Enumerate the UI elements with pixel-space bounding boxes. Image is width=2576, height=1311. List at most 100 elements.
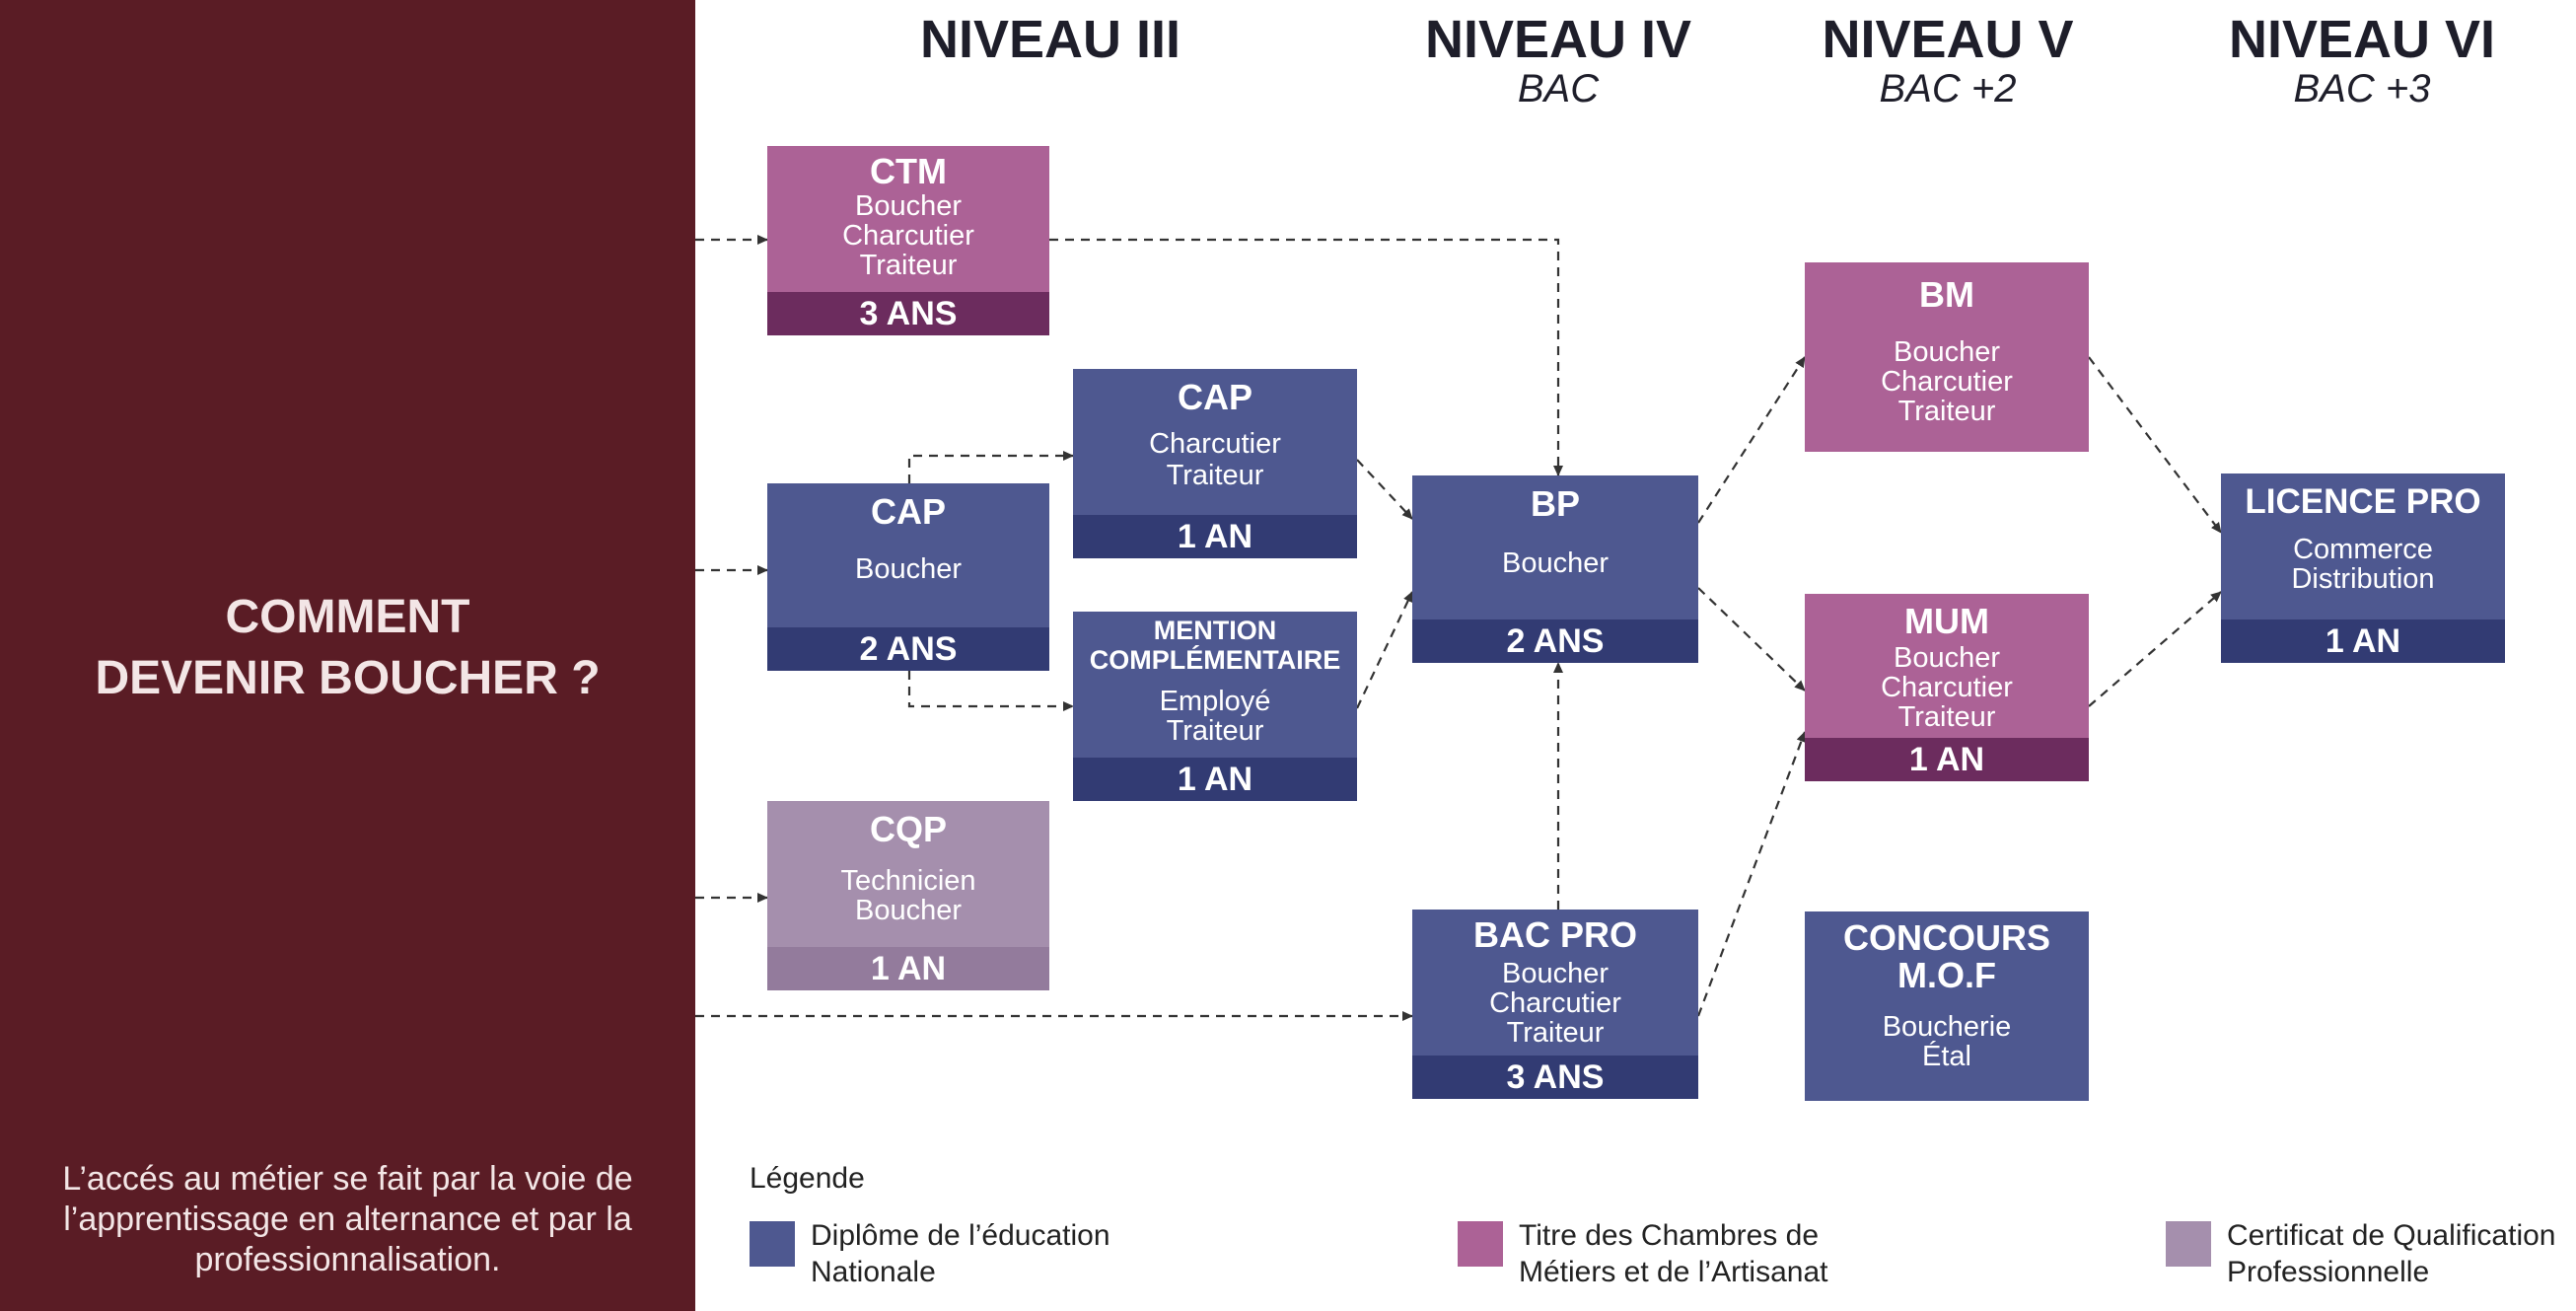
box-line: Boucher [854, 190, 962, 222]
legend-label: Certificat de Qualification Professionne… [2227, 1217, 2572, 1290]
box-body: Boucherie Étal [1805, 1012, 2089, 1071]
sidebar-title-line2: DEVENIR BOUCHER ? [95, 652, 601, 704]
level-name: NIVEAU IV [1424, 10, 1692, 69]
box-line: Traiteur [1897, 396, 1996, 427]
box-line: Technicien [840, 865, 976, 897]
arrow-mention-bp [1356, 591, 1413, 709]
legend-swatch-lavender [2166, 1221, 2211, 1267]
box-body: Commerce Distribution [2221, 535, 2505, 594]
level-name: NIVEAU V [1822, 10, 2074, 69]
box-line: Commerce [2293, 534, 2433, 565]
box-body: Boucher [1412, 548, 1698, 578]
legend-label: Diplôme de l’éducation Nationale [811, 1217, 1185, 1290]
box-body: Charcutier Traiteur [1073, 428, 1357, 491]
box-licence-pro: LICENCE PRO Commerce Distribution 1 AN [2221, 473, 2505, 663]
box-duration: 3 ANS [1412, 1056, 1698, 1099]
legend-label: Titre des Chambres de Métiers et de l’Ar… [1519, 1217, 1894, 1290]
box-title: BP [1530, 483, 1580, 524]
box-body: Boucher Charcutier Traiteur [1805, 337, 2089, 426]
box-line: Traiteur [1166, 460, 1264, 491]
box-duration: 1 AN [767, 947, 1049, 990]
box-title: LICENCE PRO [2245, 482, 2481, 521]
box-body: Technicien Boucher [767, 866, 1049, 925]
arrow-capcharcutier-bp [1356, 459, 1413, 520]
level-header-v: NIVEAU V BAC +2 [1800, 12, 2096, 110]
arrow-bm-licence [2088, 356, 2222, 534]
box-line: Traiteur [1166, 715, 1264, 747]
box-duration: 2 ANS [1412, 619, 1698, 663]
arrow-mum-licence [2088, 591, 2222, 707]
box-bp: BP Boucher 2 ANS [1412, 475, 1698, 663]
box-title: MENTION COMPLÉMENTAIRE [1073, 616, 1357, 675]
sidebar-title: COMMENT DEVENIR BOUCHER ? [0, 587, 695, 709]
box-line: Employé [1159, 686, 1271, 717]
level-header-iii: NIVEAU III [902, 12, 1198, 67]
box-line: Charcutier [1881, 366, 2013, 398]
box-title-line: COMPLÉMENTAIRE [1089, 645, 1341, 675]
arrow-bp-bm [1697, 356, 1806, 524]
box-concours: CONCOURS M.O.F Boucherie Étal [1805, 911, 2089, 1101]
box-line: Boucherie [1882, 1011, 2012, 1043]
box-line: Charcutier [1489, 987, 1621, 1019]
box-body: Boucher [767, 554, 1049, 584]
box-title: BM [1919, 274, 1974, 315]
box-line: Charcutier [1881, 672, 2013, 703]
level-sub: BAC [1517, 67, 1600, 110]
legend-line: Titre des Chambres de [1519, 1219, 1820, 1252]
box-bm: BM Boucher Charcutier Traiteur [1805, 262, 2089, 452]
level-header-vi: NIVEAU VI BAC +3 [2214, 12, 2510, 110]
box-line: Traiteur [1506, 1017, 1605, 1049]
box-ctm: CTM Boucher Charcutier Traiteur 3 ANS [767, 146, 1049, 335]
sidebar-title-line1: COMMENT [225, 591, 470, 643]
legend-line: Professionnelle [2227, 1256, 2430, 1288]
box-title: MUM [1904, 601, 1989, 641]
box-duration: 3 ANS [767, 292, 1049, 335]
legend-title: Légende [750, 1162, 865, 1195]
box-title: CONCOURS M.O.F [1805, 919, 2089, 994]
box-title: CTM [870, 151, 947, 191]
box-line: Boucher [1501, 958, 1609, 989]
level-header-iv: NIVEAU IV BAC [1410, 12, 1706, 110]
box-title-line: CONCOURS [1842, 917, 2050, 958]
box-duration: 1 AN [1805, 738, 2089, 781]
box-line: Boucher [854, 895, 962, 926]
box-cqp: CQP Technicien Boucher 1 AN [767, 801, 1049, 990]
legend-swatch-navy [750, 1221, 795, 1267]
box-title: CQP [869, 809, 947, 849]
box-line: Traiteur [859, 250, 958, 281]
legend-swatch-magenta [1458, 1221, 1503, 1267]
box-line: Boucher [854, 553, 962, 585]
arrow-cap-capcharcutier [907, 451, 1074, 483]
level-sub: BAC +2 [1879, 67, 2017, 110]
box-duration: 1 AN [1073, 515, 1357, 558]
box-duration: 1 AN [2221, 619, 2505, 663]
sidebar-note: L’accés au métier se fait par la voie de… [62, 1160, 633, 1278]
box-title: CAP [870, 491, 946, 532]
box-bac-pro: BAC PRO Boucher Charcutier Traiteur 3 AN… [1412, 910, 1698, 1099]
arrow-bp-mum [1697, 587, 1806, 692]
box-title: CAP [1177, 377, 1252, 417]
box-line: Distribution [2291, 563, 2435, 595]
sidebar-panel: COMMENT DEVENIR BOUCHER ? L’accés au mét… [0, 0, 695, 1311]
legend-line: Métiers et de l’Artisanat [1519, 1256, 1828, 1288]
box-title: BAC PRO [1472, 914, 1637, 955]
level-name: NIVEAU III [919, 10, 1181, 69]
box-cap-charcutier: CAP Charcutier Traiteur 1 AN [1073, 369, 1357, 558]
box-title-line: M.O.F [1897, 955, 1996, 995]
box-line: Boucher [1893, 642, 2000, 674]
box-line: Étal [1922, 1041, 1971, 1072]
box-body: Employé Traiteur [1073, 687, 1357, 746]
box-body: Boucher Charcutier Traiteur [767, 191, 1049, 280]
box-line: Boucher [1893, 336, 2000, 368]
box-duration: 1 AN [1073, 758, 1357, 801]
box-body: Boucher Charcutier Traiteur [1412, 959, 1698, 1048]
box-line: Charcutier [842, 220, 974, 252]
box-line: Traiteur [1897, 701, 1996, 733]
box-line: Boucher [1501, 547, 1609, 579]
box-line: Charcutier [1149, 428, 1281, 460]
box-title-line: MENTION [1153, 616, 1277, 645]
box-duration: 2 ANS [767, 627, 1049, 671]
box-body: Boucher Charcutier Traiteur [1805, 643, 2089, 732]
box-mum: MUM Boucher Charcutier Traiteur 1 AN [1805, 594, 2089, 781]
level-name: NIVEAU VI [2228, 10, 2496, 69]
